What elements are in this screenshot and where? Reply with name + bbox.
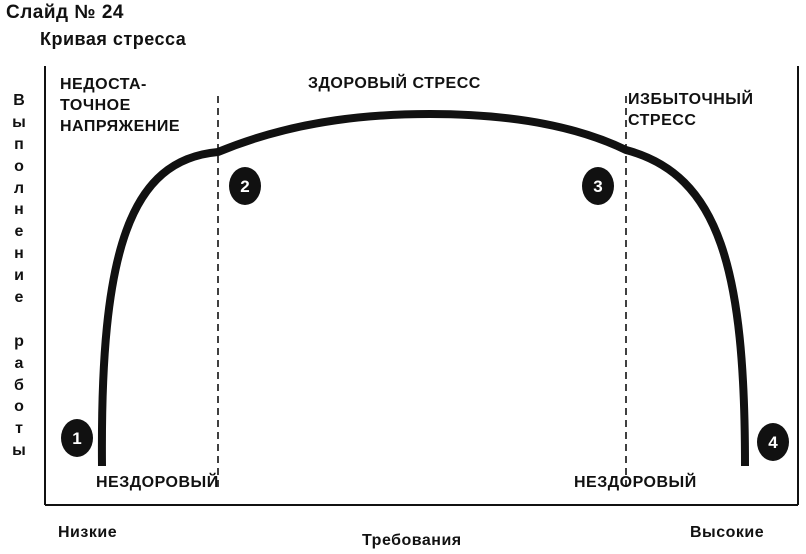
label-unhealthy-left: НЕЗДОРОВЫЙ xyxy=(96,474,219,491)
zone-insufficient-line: НЕДОСТА- xyxy=(60,76,147,93)
slide-number: Слайд № 24 xyxy=(6,2,124,23)
y-axis-letter: р xyxy=(14,332,24,350)
y-axis-letter: е xyxy=(14,223,24,241)
slide-title: Кривая стресса xyxy=(40,29,187,49)
y-axis-letter: т xyxy=(15,420,23,438)
y-axis-letter: В xyxy=(13,92,25,109)
zone-insufficient-line: НАПРЯЖЕНИЕ xyxy=(60,118,181,135)
y-axis-letter: и xyxy=(14,267,24,285)
svg-text:1: 1 xyxy=(72,429,81,448)
marker-1: 1 xyxy=(61,419,93,457)
y-axis-letter: ы xyxy=(12,442,26,460)
y-axis-letter: б xyxy=(14,376,24,394)
zone-insufficient-line: ТОЧНОЕ xyxy=(60,97,131,114)
x-axis-title: Требования xyxy=(362,532,462,549)
zone-excessive-line: ИЗБЫТОЧНЫЙ xyxy=(628,91,754,108)
svg-text:3: 3 xyxy=(593,177,602,196)
marker-4: 4 xyxy=(757,423,789,461)
y-axis-letter: ы xyxy=(12,113,26,131)
marker-3: 3 xyxy=(582,167,614,205)
x-axis-high-label: Высокие xyxy=(690,524,765,541)
y-axis-letter: н xyxy=(14,201,24,219)
stress-curve xyxy=(97,109,749,467)
svg-text:4: 4 xyxy=(768,433,778,452)
zone-insufficient-tension: НЕДОСТА- ТОЧНОЕ НАПРЯЖЕНИЕ xyxy=(60,74,180,137)
y-axis-letter: о xyxy=(14,398,24,416)
y-axis-letter: е xyxy=(14,289,24,307)
label-unhealthy-right: НЕЗДОРОВЫЙ xyxy=(574,474,697,491)
marker-2: 2 xyxy=(229,167,261,205)
y-axis-letter: о xyxy=(14,157,24,175)
zone-excessive-line: СТРЕСС xyxy=(628,112,697,129)
y-axis-letter: н xyxy=(14,245,24,263)
x-axis-low-label: Низкие xyxy=(58,524,118,541)
y-axis-letter xyxy=(7,309,31,331)
y-axis-letter: л xyxy=(13,179,25,197)
y-axis-title: В ы п о л н е н и е р а б о т ы xyxy=(7,90,31,462)
zone-excessive-stress: ИЗБЫТОЧНЫЙ СТРЕСС xyxy=(628,89,753,131)
y-axis-letter: а xyxy=(14,354,24,372)
zone-healthy-stress: ЗДОРОВЫЙ СТРЕСС xyxy=(308,75,481,92)
svg-text:2: 2 xyxy=(240,177,249,196)
y-axis-letter: п xyxy=(14,135,24,153)
